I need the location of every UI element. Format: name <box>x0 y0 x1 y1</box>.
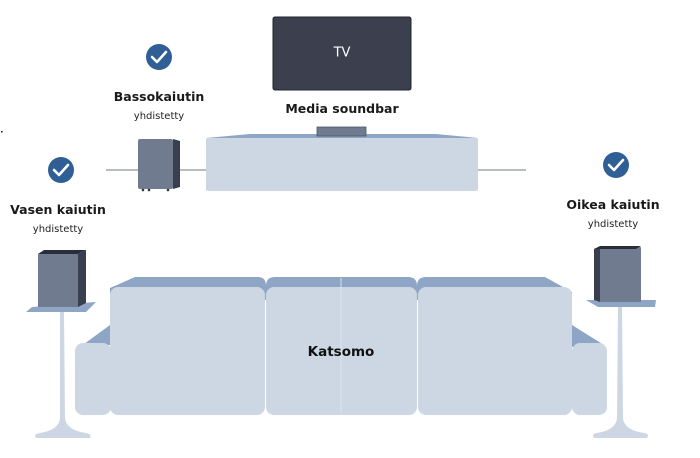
right-speaker[interactable] <box>586 246 656 438</box>
right-speaker-front <box>600 247 641 302</box>
soundbar-label: Media soundbar <box>285 101 399 116</box>
subwoofer-front <box>138 139 173 189</box>
subwoofer-side <box>173 139 180 189</box>
couch[interactable] <box>75 277 607 415</box>
couch-cushion-left <box>110 287 265 415</box>
room-label: Katsomo <box>307 344 375 360</box>
subwoofer-status: yhdistetty <box>133 111 185 122</box>
soundbar-device <box>316 126 367 137</box>
left-stand <box>35 312 91 438</box>
couch-right-arm <box>572 343 607 415</box>
tv-screen <box>272 16 412 91</box>
right-stand <box>593 306 648 438</box>
left-check-icon <box>48 157 74 183</box>
left-speaker-name: Vasen kaiutin <box>10 202 106 217</box>
left-speaker-side <box>78 250 86 307</box>
left-speaker-front <box>38 254 78 307</box>
couch-cushion-right <box>418 287 572 415</box>
subwoofer-speaker[interactable] <box>138 139 180 192</box>
soundbar[interactable] <box>206 126 478 191</box>
right-check-icon <box>603 152 629 178</box>
couch-left-arm <box>75 343 111 415</box>
left-speaker-status: yhdistetty <box>32 224 84 235</box>
right-speaker-side <box>594 247 600 302</box>
subwoofer-name: Bassokaiutin <box>113 89 205 104</box>
left-speaker[interactable] <box>26 250 96 438</box>
right-speaker-name: Oikea kaiutin <box>566 197 660 212</box>
tv-label: TV <box>333 45 351 61</box>
right-speaker-status: yhdistetty <box>587 219 639 230</box>
tv[interactable] <box>272 16 412 91</box>
soundbar-cabinet <box>206 138 478 191</box>
subwoofer-check-icon <box>146 44 172 70</box>
